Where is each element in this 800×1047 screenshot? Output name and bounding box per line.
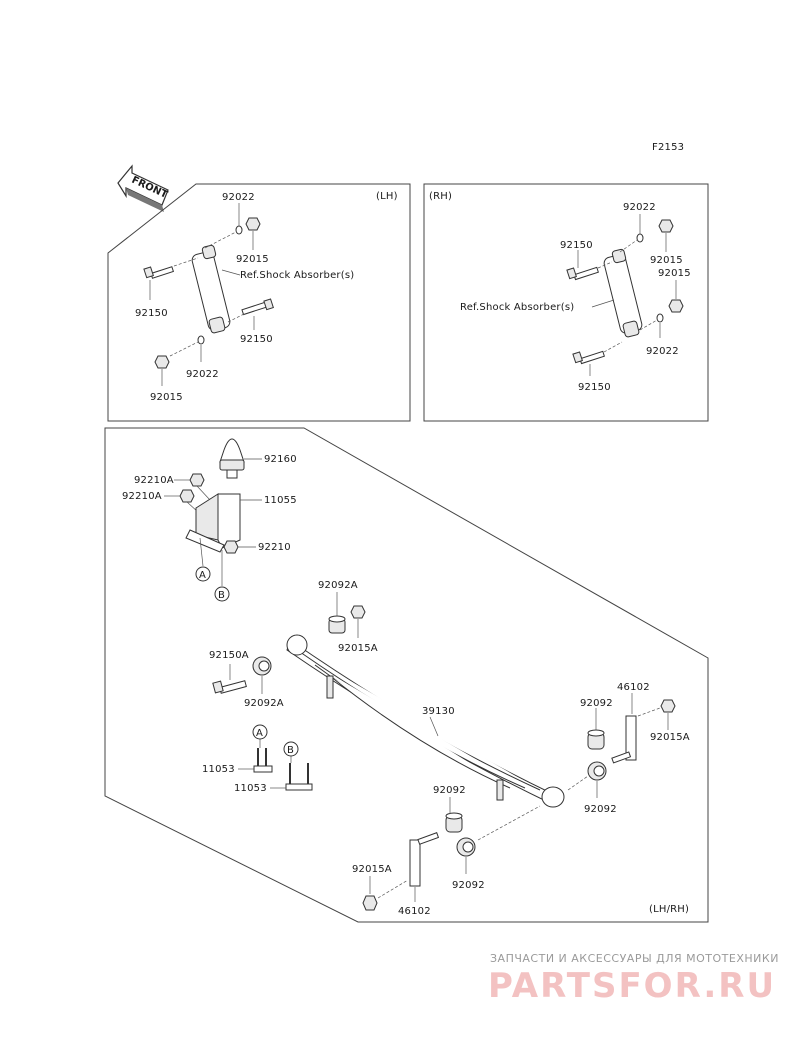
label-39130: 39130 xyxy=(422,706,455,717)
bushing-icon xyxy=(328,615,346,634)
nut-icon xyxy=(660,699,676,713)
nut-icon xyxy=(179,489,195,503)
rh-label-92022-top: 92022 xyxy=(623,202,656,213)
lh-washer-icon xyxy=(235,225,243,235)
rh-label-92015-top: 92015 xyxy=(650,255,683,266)
nut-icon xyxy=(350,605,366,619)
rh-side-label: (RH) xyxy=(429,191,452,202)
bushing-icon xyxy=(587,761,607,781)
shackle-icon xyxy=(409,832,440,887)
label-92015A-bottom: 92015A xyxy=(352,864,392,875)
bump-stop-icon xyxy=(219,438,245,479)
marker-b-top: B xyxy=(218,590,225,601)
lh-nut-icon xyxy=(245,217,261,231)
main-side-label: (LH/RH) xyxy=(649,904,689,915)
label-92015A-right: 92015A xyxy=(650,732,690,743)
rh-bolt-icon xyxy=(566,266,599,281)
label-11055: 11055 xyxy=(264,495,297,506)
rh-ref-label: Ref.Shock Absorber(s) xyxy=(460,302,574,313)
u-bolt-icon xyxy=(253,748,273,773)
lh-washer-icon xyxy=(197,335,205,345)
nut-icon xyxy=(223,540,239,554)
label-92092-lower-top: 92092 xyxy=(433,785,466,796)
marker-b-bottom: B xyxy=(287,745,294,756)
label-92210: 92210 xyxy=(258,542,291,553)
label-92092-right-bottom: 92092 xyxy=(584,804,617,815)
label-92092A-left: 92092A xyxy=(244,698,284,709)
marker-a-circle xyxy=(252,724,268,740)
label-11053-a: 11053 xyxy=(202,764,235,775)
marker-b-circle xyxy=(214,586,230,602)
rh-washer-icon xyxy=(656,313,664,323)
label-46102-bottom: 46102 xyxy=(398,906,431,917)
rh-nut-icon xyxy=(668,299,684,313)
lh-label-92150-right: 92150 xyxy=(240,334,273,345)
lh-nut-icon xyxy=(154,355,170,369)
label-92150A: 92150A xyxy=(209,650,249,661)
label-11053-b: 11053 xyxy=(234,783,267,794)
rh-bolt-icon xyxy=(572,350,605,365)
label-92092A-top: 92092A xyxy=(318,580,358,591)
rh-washer-icon xyxy=(636,233,644,243)
lh-panel: (LH) Ref.Shock Absorber(s) 92022 92015 9… xyxy=(107,183,411,422)
lh-label-92150-left: 92150 xyxy=(135,308,168,319)
lh-label-92015-bottom: 92015 xyxy=(150,392,183,403)
main-panel: (LH/RH) 92160 92210A 92210A 11055 92210 xyxy=(104,427,709,923)
watermark-top: ЗАПЧАСТИ И АКСЕССУАРЫ ДЛЯ МОТОТЕХНИКИ xyxy=(490,952,779,965)
label-92092-right-top: 92092 xyxy=(580,698,613,709)
u-bolt-icon xyxy=(285,763,313,791)
label-92160: 92160 xyxy=(264,454,297,465)
lh-bolt-icon xyxy=(241,298,274,316)
lh-ref-label: Ref.Shock Absorber(s) xyxy=(240,270,354,281)
bushing-icon xyxy=(445,812,463,833)
lh-bolt-icon xyxy=(143,266,175,279)
rh-panel: (RH) Ref.Shock Absorber(s) 92022 92150 9… xyxy=(423,183,709,422)
lh-shock-absorber xyxy=(191,244,231,334)
watermark-main: PARTSFOR.RU xyxy=(488,966,776,1006)
lh-label-92022-top: 92022 xyxy=(222,192,255,203)
label-46102-right: 46102 xyxy=(617,682,650,693)
watermark: ЗАПЧАСТИ И АКСЕССУАРЫ ДЛЯ МОТОТЕХНИКИ PA… xyxy=(488,952,779,1006)
leaf-spring xyxy=(286,634,565,808)
lh-label-92022-bottom: 92022 xyxy=(186,369,219,380)
rh-shock-absorber xyxy=(603,248,643,338)
lh-label-92015-top: 92015 xyxy=(236,254,269,265)
label-92092-lower-bottom: 92092 xyxy=(452,880,485,891)
label-92015A-top: 92015A xyxy=(338,643,378,654)
rh-label-92150-bottom: 92150 xyxy=(578,382,611,393)
nut-icon xyxy=(362,895,378,911)
figure-code: F2153 xyxy=(652,142,684,153)
bushing-icon xyxy=(252,656,272,676)
rh-label-92022-bottom: 92022 xyxy=(646,346,679,357)
label-92210A-b: 92210A xyxy=(122,491,162,502)
marker-a-bottom: A xyxy=(256,728,263,739)
lh-side-label: (LH) xyxy=(376,191,398,202)
shackle-icon xyxy=(611,715,637,764)
rh-label-92150-top: 92150 xyxy=(560,240,593,251)
bushing-icon xyxy=(456,837,476,857)
marker-a-top: A xyxy=(199,570,206,581)
nut-icon xyxy=(189,473,205,487)
bolt-icon xyxy=(212,680,247,694)
rh-nut-icon xyxy=(658,219,674,233)
front-arrow: FRONT xyxy=(117,164,169,212)
bushing-icon xyxy=(587,729,605,750)
marker-b-circle xyxy=(283,741,299,757)
label-92210A-a: 92210A xyxy=(134,475,174,486)
rh-label-92015-middle: 92015 xyxy=(658,268,691,279)
marker-a-circle xyxy=(195,566,211,582)
